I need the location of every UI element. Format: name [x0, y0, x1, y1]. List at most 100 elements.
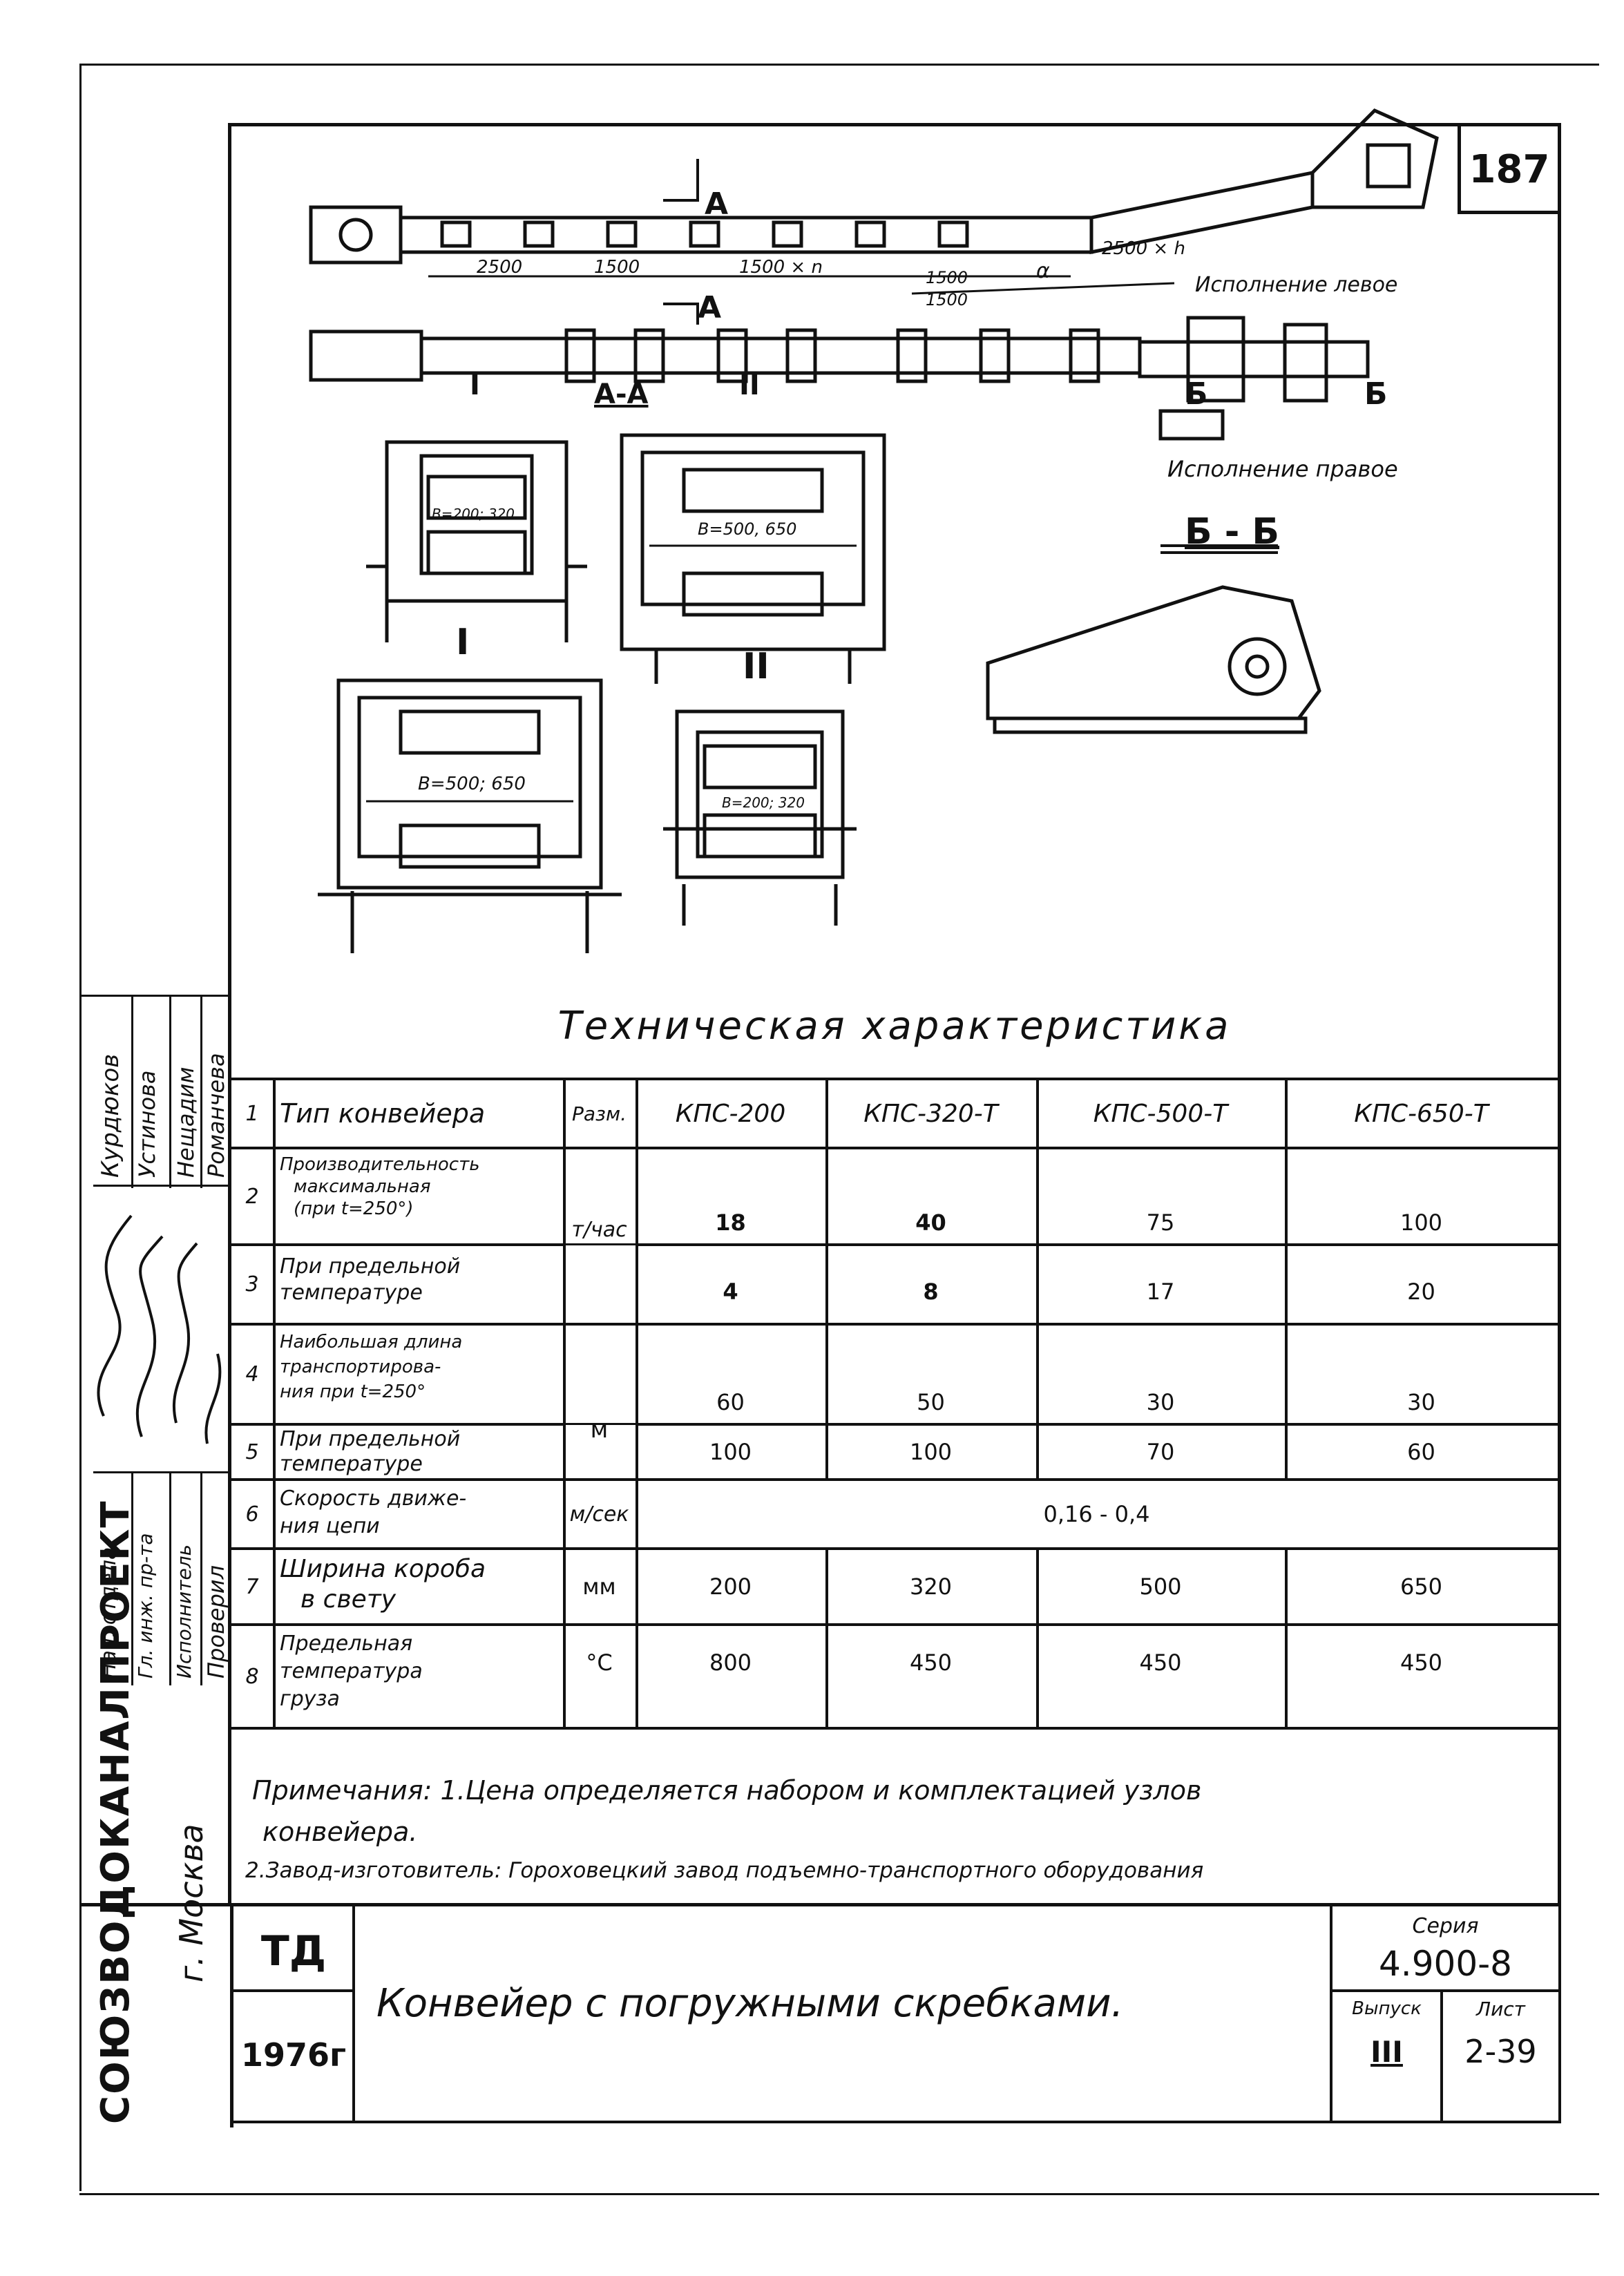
- stamp-role-1: Нач. отдела: [97, 1547, 121, 1679]
- note-line-2: конвейера.: [262, 1817, 418, 1847]
- row-3-val-2: 8: [923, 1279, 939, 1305]
- page-number-box: [1458, 124, 1561, 214]
- section-aa-label: А-А: [594, 379, 649, 410]
- row-2-val-1: 18: [715, 1209, 746, 1236]
- width-small-bottom-label: В=200; 320: [722, 794, 805, 811]
- width-small-top-label: В=200; 320: [432, 506, 515, 522]
- drawing-title: Конвейер с погружными скребками.: [376, 1980, 1124, 2026]
- inner-frame-left: [228, 123, 231, 1905]
- year: 1976г: [240, 2036, 347, 2074]
- titleblock-series-divider: [1330, 1906, 1332, 2121]
- detail-2-bottom-label: II: [743, 646, 770, 687]
- header-num: 1: [245, 1101, 259, 1126]
- titleblock-issue-divider: [1440, 1989, 1443, 2121]
- section-b-right-label: Б: [1364, 376, 1388, 412]
- inner-frame-top: [228, 123, 1561, 126]
- width-large-top-label: В=500, 650: [698, 519, 797, 539]
- issue-value: III: [1370, 2034, 1403, 2069]
- stamp-city: г. Москва: [173, 1824, 210, 1982]
- row-8-val-1: 800: [709, 1649, 752, 1676]
- sheet-label: Лист: [1476, 1997, 1525, 2020]
- header-model-1: КПС-200: [675, 1099, 786, 1128]
- row-5-val-1: 100: [709, 1439, 752, 1465]
- titleblock-mark-divider: [352, 1906, 355, 2121]
- header-model-3: КПС-500-Т: [1093, 1099, 1228, 1128]
- row-6-merged-value: 0,16 - 0,4: [1043, 1501, 1150, 1527]
- stamp-role-2: Гл. инж. пр-та: [134, 1533, 157, 1679]
- frame-left-line: [79, 64, 82, 2191]
- header-unit: Разм.: [572, 1102, 627, 1125]
- stamp-role-3: Исполнитель: [173, 1544, 195, 1679]
- row-4-val-4: 30: [1407, 1389, 1435, 1415]
- row-7-val-4: 650: [1399, 1574, 1443, 1600]
- dim-1500-label: 1500: [594, 257, 640, 278]
- row-4-val-1: 60: [716, 1389, 745, 1415]
- stamp-name-3: Нещадим: [173, 1067, 199, 1178]
- note-line-3: 2.Завод-изготовитель: Гороховецкий завод…: [245, 1858, 1204, 1883]
- series-value: 4.900-8: [1379, 1944, 1512, 1984]
- row-8-num: 8: [245, 1664, 259, 1689]
- row-5-val-2: 100: [909, 1439, 953, 1465]
- width-large-bottom-label: В=500; 650: [418, 774, 526, 794]
- page-number: 187: [1469, 146, 1550, 192]
- row-6-num: 6: [245, 1502, 259, 1527]
- inner-frame-right: [1558, 123, 1561, 1905]
- row-8-val-4: 450: [1399, 1649, 1443, 1676]
- row-4-val-3: 30: [1146, 1389, 1175, 1415]
- note-line-1: Примечания: 1.Цена определяется набором …: [252, 1775, 1202, 1806]
- stamp-name-2: Устинова: [134, 1070, 160, 1178]
- titleblock-year-line: [231, 1989, 354, 1992]
- row-3-num: 3: [245, 1272, 259, 1297]
- angle-label: α: [1036, 259, 1050, 283]
- header-model-4: КПС-650-Т: [1354, 1099, 1489, 1128]
- section-b-left-label: Б: [1185, 376, 1208, 412]
- org-mark: ТД: [260, 1927, 327, 1976]
- section-bb-label: Б - Б: [1185, 511, 1280, 553]
- row-3-val-3: 17: [1146, 1279, 1175, 1305]
- titleblock-right-line: [1558, 1906, 1561, 2121]
- row-2-val-2: 40: [915, 1209, 946, 1236]
- row-4-val-2: 50: [917, 1389, 945, 1415]
- row-7-val-1: 200: [709, 1574, 752, 1600]
- detail-1-top-label: I: [470, 370, 480, 401]
- unit-m: м: [590, 1416, 609, 1444]
- unit-celsius: °С: [586, 1649, 613, 1676]
- row-4-num: 4: [245, 1362, 259, 1386]
- row-2-val-4: 100: [1399, 1209, 1443, 1236]
- unit-mm: мм: [582, 1574, 616, 1600]
- right-variant-label: Исполнение правое: [1167, 456, 1398, 482]
- header-type: Тип конвейера: [280, 1098, 486, 1129]
- row-7-val-3: 500: [1139, 1574, 1182, 1600]
- row-7-num: 7: [245, 1574, 259, 1599]
- row-3-val-1: 4: [723, 1279, 738, 1305]
- unit-m-per-sec: м/сек: [569, 1502, 629, 1527]
- dim-2500-label: 2500: [477, 257, 523, 278]
- stamp-separator: [79, 995, 230, 997]
- section-a-bottom-label: А: [698, 290, 722, 325]
- row-2-num: 2: [245, 1184, 259, 1209]
- frame-bottom-line: [79, 2193, 1599, 2195]
- detail-1-bottom-label: I: [456, 622, 470, 663]
- titleblock-bottom-line: [231, 2121, 1561, 2123]
- row-6-name: Скорость движе-ния цепи: [280, 1486, 467, 1538]
- header-model-2: КПС-320-Т: [863, 1099, 998, 1128]
- row-5-val-3: 70: [1146, 1439, 1175, 1465]
- row-7-val-2: 320: [909, 1574, 953, 1600]
- stamp-name-4: Романчева: [203, 1053, 229, 1178]
- spec-title: Техническая характеристика: [557, 1003, 1232, 1049]
- titleblock-series-line: [1330, 1989, 1561, 1992]
- spec-table: [231, 1078, 1558, 1734]
- left-variant-label: Исполнение левое: [1195, 273, 1398, 297]
- section-a-top-label: А: [705, 187, 729, 222]
- row-5-val-4: 60: [1407, 1439, 1435, 1465]
- inner-frame-bottom: [79, 1903, 1561, 1906]
- stamp-name-1: Курдюков: [97, 1053, 124, 1178]
- sheet-value: 2-39: [1464, 2033, 1537, 2070]
- row-8-val-3: 450: [1139, 1649, 1182, 1676]
